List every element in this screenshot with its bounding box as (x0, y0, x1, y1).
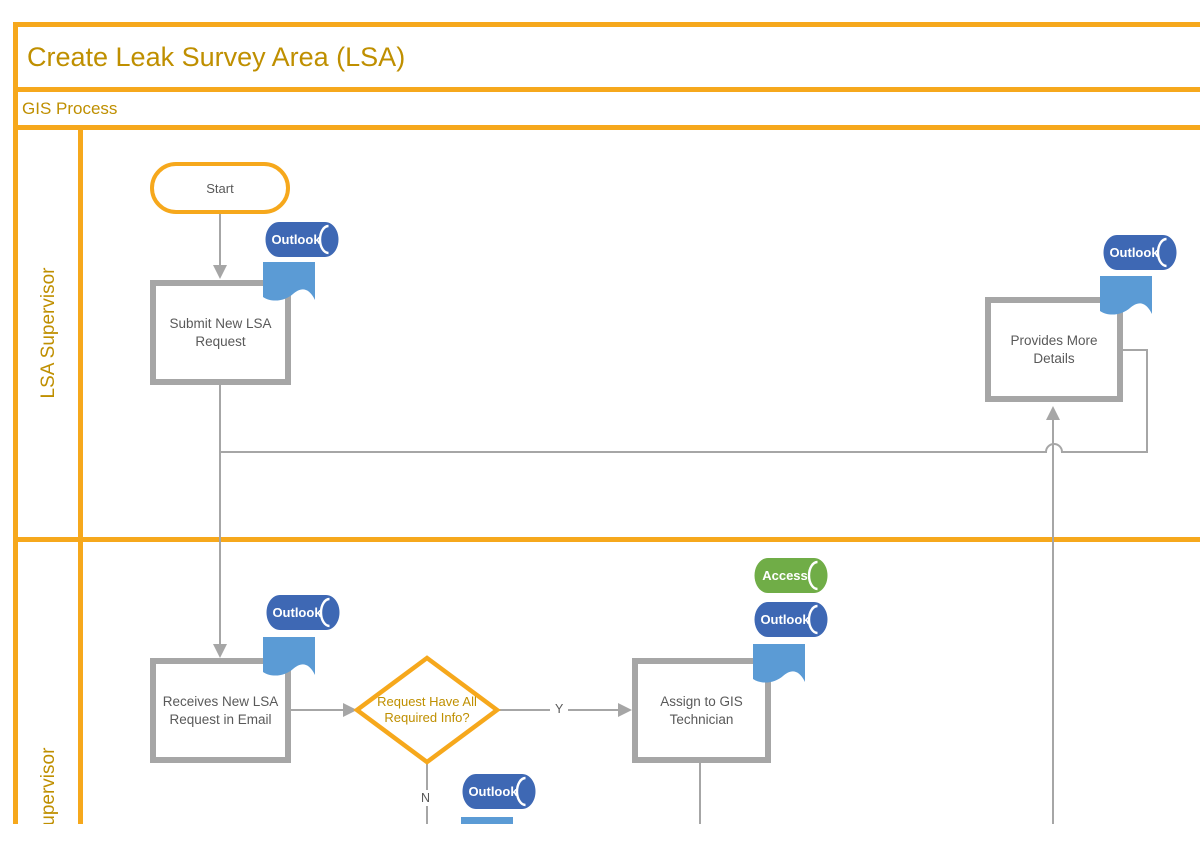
process-assign-to-gis-technician[interactable]: Assign to GIS Technician (632, 658, 771, 763)
datastore-label: Outlook (1109, 245, 1159, 260)
lane-horizontal-divider (13, 537, 1200, 542)
datastore-label: Outlook (760, 612, 810, 627)
outlook-datastore-icon[interactable]: Outlook (265, 594, 341, 631)
edge-label-no: N (416, 790, 436, 806)
datastore-label: Access (762, 568, 808, 583)
outlook-datastore-icon[interactable]: Outlook (1102, 234, 1178, 271)
lane-outer-border (13, 130, 18, 824)
datastore-label: Outlook (271, 232, 321, 247)
process-label: Assign to GIS Technician (660, 694, 743, 727)
process-provides-more-details[interactable]: Provides More Details (985, 297, 1123, 402)
edge-label-yes: Y (550, 701, 569, 717)
subtitle-band: GIS Process (13, 92, 1200, 130)
document-icon[interactable] (263, 637, 315, 677)
datastore-label: Outlook (272, 605, 322, 620)
diagram-viewport: Create Leak Survey Area (LSA) GIS Proces… (13, 22, 1200, 824)
decision-label: Request Have All Required Info? (377, 694, 477, 725)
process-receives-new-lsa-request[interactable]: Receives New LSA Request in Email (150, 658, 291, 763)
process-label: Provides More Details (1010, 333, 1098, 366)
start-node[interactable]: Start (150, 162, 290, 214)
process-label: Receives New LSA Request in Email (162, 694, 279, 727)
process-subtitle: GIS Process (22, 98, 118, 118)
outlook-datastore-icon[interactable]: Outlook (264, 221, 340, 258)
page-title: Create Leak Survey Area (LSA) (27, 41, 406, 72)
title-band: Create Leak Survey Area (LSA) (13, 22, 1200, 92)
start-label: Start (206, 180, 234, 196)
access-datastore-icon[interactable]: Access (753, 557, 829, 594)
outlook-datastore-icon[interactable]: Outlook (753, 601, 829, 638)
datastore-label: Outlook (468, 784, 518, 799)
document-icon[interactable] (1100, 276, 1152, 316)
lane-label-divider (78, 130, 83, 824)
document-icon[interactable] (263, 262, 315, 302)
document-icon[interactable] (461, 817, 513, 824)
decision-request-has-required-info[interactable]: Request Have All Required Info? (353, 654, 501, 766)
outlook-datastore-icon[interactable]: Outlook (461, 773, 537, 810)
document-icon[interactable] (753, 644, 805, 684)
process-label: Submit New LSA Request (169, 316, 272, 349)
